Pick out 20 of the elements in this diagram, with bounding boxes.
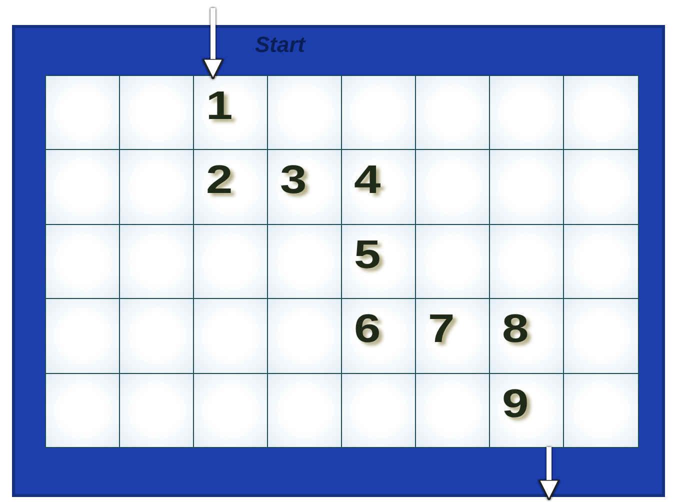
grid-cell <box>193 149 268 226</box>
grid-cell <box>341 149 416 226</box>
grid-cell <box>341 224 416 300</box>
grid-cell <box>489 298 564 374</box>
cell-number: 6 <box>354 307 381 352</box>
cell-number: 4 <box>354 158 381 204</box>
arrow <box>538 447 560 501</box>
cell-number: 5 <box>354 232 381 278</box>
cell-number: 1 <box>206 84 233 129</box>
grid-cell <box>267 149 342 226</box>
grid-cell <box>341 298 416 374</box>
grid-cell <box>415 298 490 374</box>
cell-number: 2 <box>206 158 233 204</box>
cell-number: 8 <box>502 307 529 352</box>
grid-cell <box>193 75 268 151</box>
cell-number: 3 <box>280 158 307 204</box>
grid-cell <box>489 372 564 448</box>
cell-number: 7 <box>428 307 455 352</box>
cell-number: 9 <box>502 382 529 427</box>
start-label: Start <box>255 32 306 58</box>
